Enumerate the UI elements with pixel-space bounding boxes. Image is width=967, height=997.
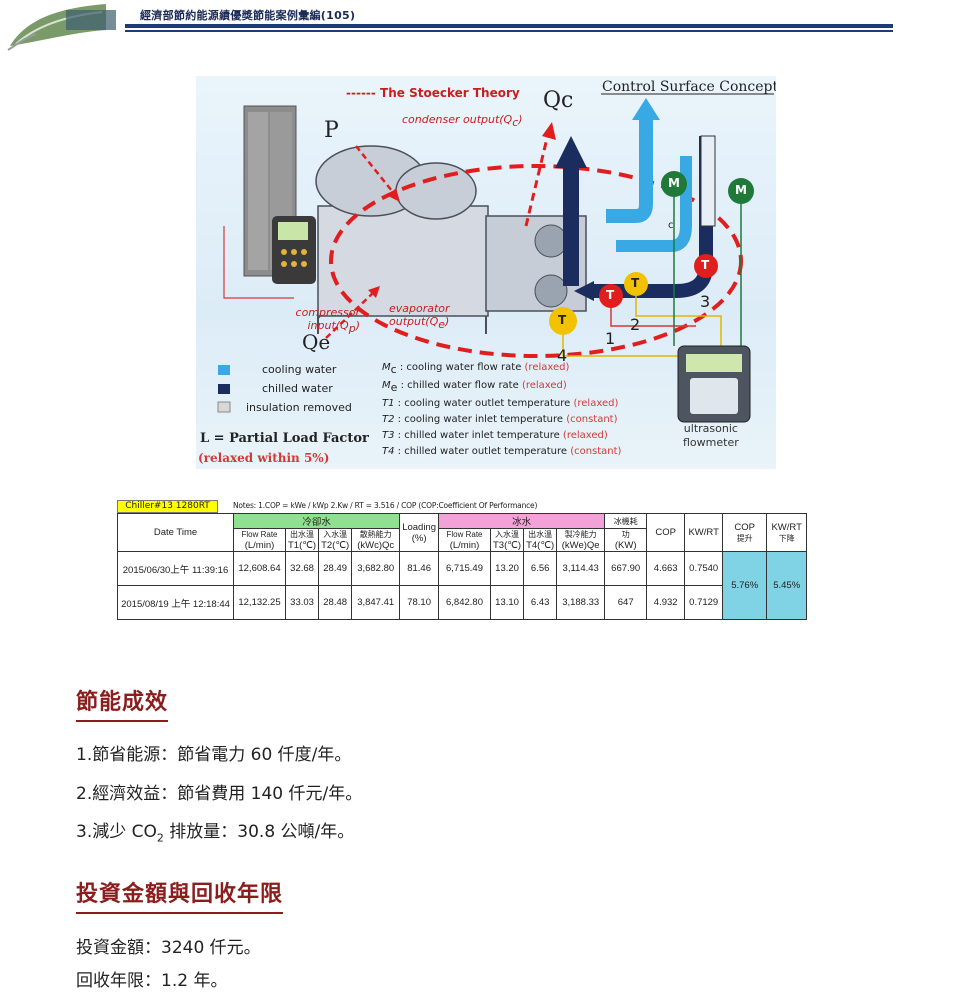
variable-notes: Mc : cooling water flow rate (relaxed) Me… <box>382 360 621 460</box>
investment-amount: 投資金額：3240 仟元。 <box>76 938 261 958</box>
chiller-diagram: ------ The Stoecker Theory Control Surfa… <box>196 76 776 469</box>
th-power-sub: 功(KW) <box>604 528 648 552</box>
table-cell: 6,842.80 <box>438 585 491 620</box>
table-cell: 28.48 <box>318 585 353 620</box>
point-3: 3 <box>700 292 711 311</box>
th-sub: Flow Rate(L/min) <box>233 528 286 552</box>
table-cell: 6,715.49 <box>438 551 491 586</box>
table-cell: 6.43 <box>523 585 558 620</box>
table-cell: 3,114.43 <box>556 551 606 586</box>
stoecker-label: ------ The Stoecker Theory <box>346 86 520 100</box>
chiller-tag: Chiller#13 1280RT <box>117 500 218 513</box>
p-label: P <box>324 118 339 143</box>
note-line: Mc : cooling water flow rate (relaxed) <box>382 362 570 376</box>
sensor-mc: M <box>668 176 680 190</box>
th-sub: Flow Rate(L/min) <box>438 528 491 552</box>
table-cell: 78.10 <box>399 585 439 620</box>
header-rule <box>125 24 893 28</box>
chiller-diagram-graphic <box>217 93 774 423</box>
energy-item-1: 1.節省能源：節省電力 60 仟度/年。 <box>76 745 352 765</box>
sensor-t4: T <box>558 313 567 327</box>
th-chilled: 冰水 <box>437 513 606 529</box>
note-line: T3 : chilled water inlet temperature (re… <box>382 430 608 441</box>
point-1: 1 <box>605 329 616 348</box>
table-cell: 3,682.80 <box>351 551 401 586</box>
legend-chilled: chilled water <box>262 382 333 395</box>
table-cell: 0.7129 <box>684 585 724 620</box>
table-cell: 13.20 <box>489 551 525 586</box>
th-sub: 製冷能力(kWe)Qe <box>556 528 606 552</box>
th-sub: 散熱能力(kWc)Qc <box>351 528 401 552</box>
table-cell: 33.03 <box>284 585 320 620</box>
th-kwrt: KW/RT <box>684 513 724 552</box>
note-line: T1 : cooling water outlet temperature (r… <box>382 398 619 409</box>
control-surface-label: Control Surface Concept <box>602 79 776 95</box>
qe-label: Qe <box>302 330 331 354</box>
table-cell: 2015/06/30上午 11:39:16 <box>117 551 234 586</box>
th-cop: COP <box>646 513 686 552</box>
legend-cooling: cooling water <box>262 363 337 376</box>
performance-table: Date Time 冷卻水 Loading(%) 冰水 冰機耗 COP KW/R… <box>117 513 808 620</box>
table-cell: 13.10 <box>489 585 525 620</box>
condenser-label: condenser output(Qc) <box>402 113 523 130</box>
table-cell: 28.49 <box>318 551 353 586</box>
table-notes: Notes: 1.COP = kWe / kWp 2.Kw / RT = 3.5… <box>233 501 538 510</box>
pipe-c-label: c <box>668 220 674 231</box>
sensor-t1: T <box>606 288 615 302</box>
table-cell: 3,847.41 <box>351 585 401 620</box>
th-power: 冰機耗 <box>604 513 648 529</box>
plf-label: L = Partial Load Factor <box>200 431 369 446</box>
cop-improvement: 5.76% <box>722 551 768 620</box>
table-cell: 4.663 <box>646 551 686 586</box>
table-cell: 32.68 <box>284 551 320 586</box>
kwrt-reduction: 5.45% <box>766 551 808 620</box>
note-line: T2 : cooling water inlet temperature (co… <box>382 414 618 425</box>
header-title: 經濟部節約能源績優獎節能案例彙編(105) <box>140 9 356 22</box>
table-cell: 3,188.33 <box>556 585 606 620</box>
energy-item-3: 3.減少 CO2 排放量：30.8 公噸/年。 <box>76 822 355 845</box>
th-cooling: 冷卻水 <box>232 513 401 529</box>
legend-insulation: insulation removed <box>246 401 352 414</box>
section-investment-title: 投資金額與回收年限 <box>76 876 284 914</box>
table-cell: 12,608.64 <box>233 551 286 586</box>
table-cell: 6.56 <box>523 551 558 586</box>
header-rule-thin <box>125 30 893 32</box>
note-line: T4 : chilled water outlet temperature (c… <box>382 446 622 457</box>
qc-label: Qc <box>543 88 574 113</box>
th-date: Date Time <box>117 513 234 552</box>
energy-item-2: 2.經濟效益：節省費用 140 仟元/年。 <box>76 784 363 804</box>
note-line: Me : chilled water flow rate (relaxed) <box>382 380 567 394</box>
point-2: 2 <box>630 315 641 334</box>
section-energy-title: 節能成效 <box>76 684 169 722</box>
table-cell: 667.90 <box>604 551 648 586</box>
table-cell: 12,132.25 <box>233 585 286 620</box>
plf-relaxed: (relaxed within 5%) <box>198 451 330 465</box>
header-logo <box>6 0 116 52</box>
th-loading: Loading(%) <box>399 513 439 552</box>
payback-period: 回收年限：1.2 年。 <box>76 971 228 991</box>
sensor-me: M <box>735 183 747 197</box>
table-cell: 81.46 <box>399 551 439 586</box>
table-cell: 0.7540 <box>684 551 724 586</box>
table-cell: 2015/08/19 上午 12:18:44 <box>117 585 234 620</box>
table-cell: 647 <box>604 585 648 620</box>
table-cell: 4.932 <box>646 585 686 620</box>
sensor-t2: T <box>631 276 640 290</box>
point-4: 4 <box>557 346 568 365</box>
sensor-t3: T <box>701 258 710 272</box>
chiller-data-table: Chiller#13 1280RT Notes: 1.COP = kWe / k… <box>117 500 853 634</box>
